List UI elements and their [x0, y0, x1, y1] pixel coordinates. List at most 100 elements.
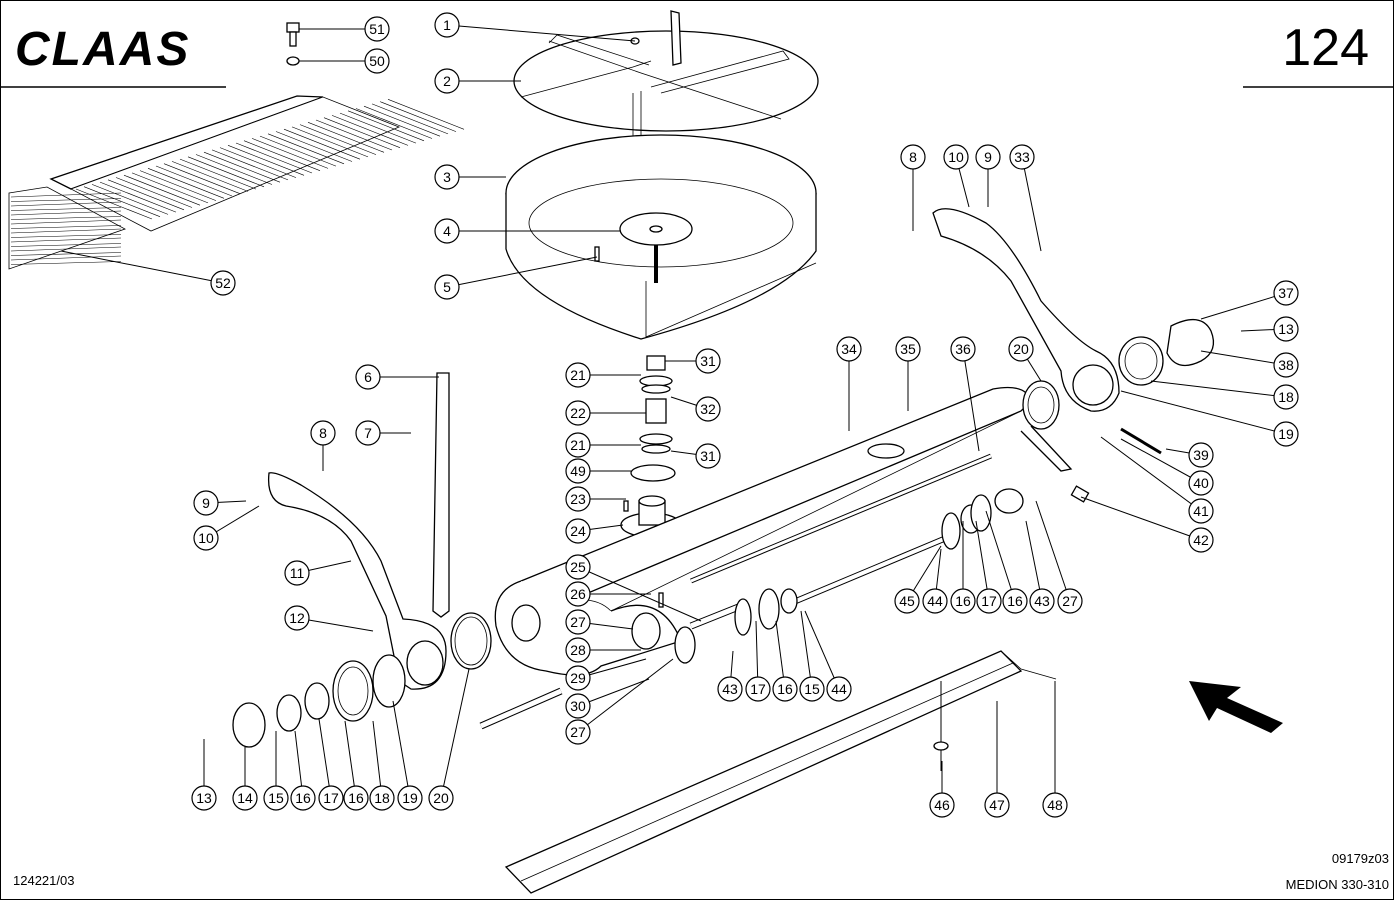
callout-label: 22 — [570, 405, 586, 421]
callout-circle — [695, 396, 721, 422]
callout-13: 13 — [191, 739, 217, 811]
callout-16: 16 — [772, 620, 798, 702]
callout-label: 20 — [1013, 341, 1029, 357]
callout-label: 18 — [374, 790, 390, 806]
callout-circle — [565, 554, 591, 580]
callout-27: 27 — [565, 609, 634, 635]
callout-circle — [1002, 588, 1028, 614]
callout-leader-line — [1200, 292, 1287, 320]
callout-label: 5 — [443, 279, 451, 295]
callout-circle — [364, 16, 390, 42]
callout-label: 18 — [1278, 389, 1294, 405]
callout-circle — [565, 518, 591, 544]
callout-circle — [695, 348, 721, 374]
callout-circle — [745, 676, 771, 702]
callout-27: 27 — [1035, 500, 1083, 614]
callout-label: 13 — [196, 790, 212, 806]
callout-label: 9 — [984, 149, 992, 165]
callout-3: 3 — [434, 164, 506, 190]
callout-label: 40 — [1193, 475, 1209, 491]
callout-label: 12 — [289, 610, 305, 626]
callout-label: 50 — [369, 53, 385, 69]
callout-35: 35 — [895, 336, 921, 411]
callout-27: 27 — [565, 658, 674, 745]
callout-label: 2 — [443, 73, 451, 89]
callout-label: 26 — [570, 586, 586, 602]
callout-label: 39 — [1193, 447, 1209, 463]
callout-label: 44 — [831, 681, 847, 697]
spreader-bowl — [505, 134, 817, 340]
callout-circle — [565, 665, 591, 691]
callout-circle — [975, 144, 1001, 170]
callout-circle — [364, 48, 390, 74]
callout-37: 37 — [1200, 280, 1299, 320]
callout-circle — [1188, 442, 1214, 468]
callout-label: 34 — [841, 341, 857, 357]
callout-16: 16 — [985, 510, 1028, 614]
callout-circle — [369, 785, 395, 811]
callout-29: 29 — [565, 658, 647, 691]
callout-4: 4 — [434, 218, 621, 244]
callout-circle — [397, 785, 423, 811]
callout-label: 16 — [348, 790, 364, 806]
callout-label: 38 — [1278, 357, 1294, 373]
callout-1: 1 — [434, 12, 636, 42]
callout-leader-line — [440, 668, 470, 799]
callout-leader-line — [800, 610, 813, 690]
callout-7: 7 — [355, 420, 411, 446]
callout-label: 49 — [570, 463, 586, 479]
callout-circle — [565, 719, 591, 745]
callout-circle — [428, 785, 454, 811]
callout-circle — [900, 144, 926, 170]
callout-label: 11 — [290, 565, 305, 581]
callout-18: 18 — [369, 720, 395, 811]
callout-leader-line — [1025, 520, 1043, 602]
callout-label: 17 — [981, 593, 997, 609]
callout-circle — [695, 443, 721, 469]
callout-19: 19 — [1120, 390, 1299, 447]
callout-label: 8 — [319, 425, 327, 441]
callout-label: 44 — [927, 593, 943, 609]
callout-label: 30 — [570, 698, 586, 714]
callout-leader-line — [446, 24, 636, 42]
callout-44: 44 — [922, 548, 948, 614]
callout-label: 10 — [948, 149, 964, 165]
callout-21: 21 — [565, 362, 641, 388]
callout-17: 17 — [745, 620, 771, 702]
callout-22: 22 — [565, 400, 646, 426]
brush-strip-52 — [8, 95, 465, 270]
brand-logo-text: CLAAS — [15, 23, 190, 76]
callout-leader-line — [372, 720, 383, 799]
callout-14: 14 — [232, 746, 258, 811]
callout-label: 4 — [443, 223, 451, 239]
callout-20: 20 — [428, 668, 470, 811]
callout-label: 24 — [570, 523, 586, 539]
callout-circle — [1188, 470, 1214, 496]
callout-circle — [284, 560, 310, 586]
callout-label: 28 — [570, 642, 586, 658]
callout-label: 20 — [433, 790, 449, 806]
callout-9: 9 — [975, 144, 1001, 207]
callout-leader-line — [1021, 156, 1042, 252]
callout-18: 18 — [1150, 380, 1299, 410]
callout-circle — [565, 581, 591, 607]
callout-28: 28 — [565, 637, 641, 663]
callout-leader-line — [1150, 380, 1287, 398]
callout-circle — [943, 144, 969, 170]
callout-label: 15 — [804, 681, 820, 697]
callout-circle — [772, 676, 798, 702]
bevel-gears — [631, 488, 1024, 664]
callout-leader-line — [296, 617, 374, 632]
callout-circle — [263, 785, 289, 811]
claas-logo: CLAAS — [15, 23, 190, 76]
callout-circle — [565, 362, 591, 388]
callout-26: 26 — [565, 581, 651, 607]
callout-label: 27 — [570, 614, 586, 630]
callout-21: 21 — [565, 432, 641, 458]
callout-circle — [1273, 421, 1299, 447]
callout-34: 34 — [836, 336, 862, 431]
callout-leader-line — [446, 256, 598, 288]
callout-39: 39 — [1165, 442, 1214, 468]
page-number: 124 — [1282, 19, 1369, 77]
callout-leader-line — [392, 700, 411, 799]
